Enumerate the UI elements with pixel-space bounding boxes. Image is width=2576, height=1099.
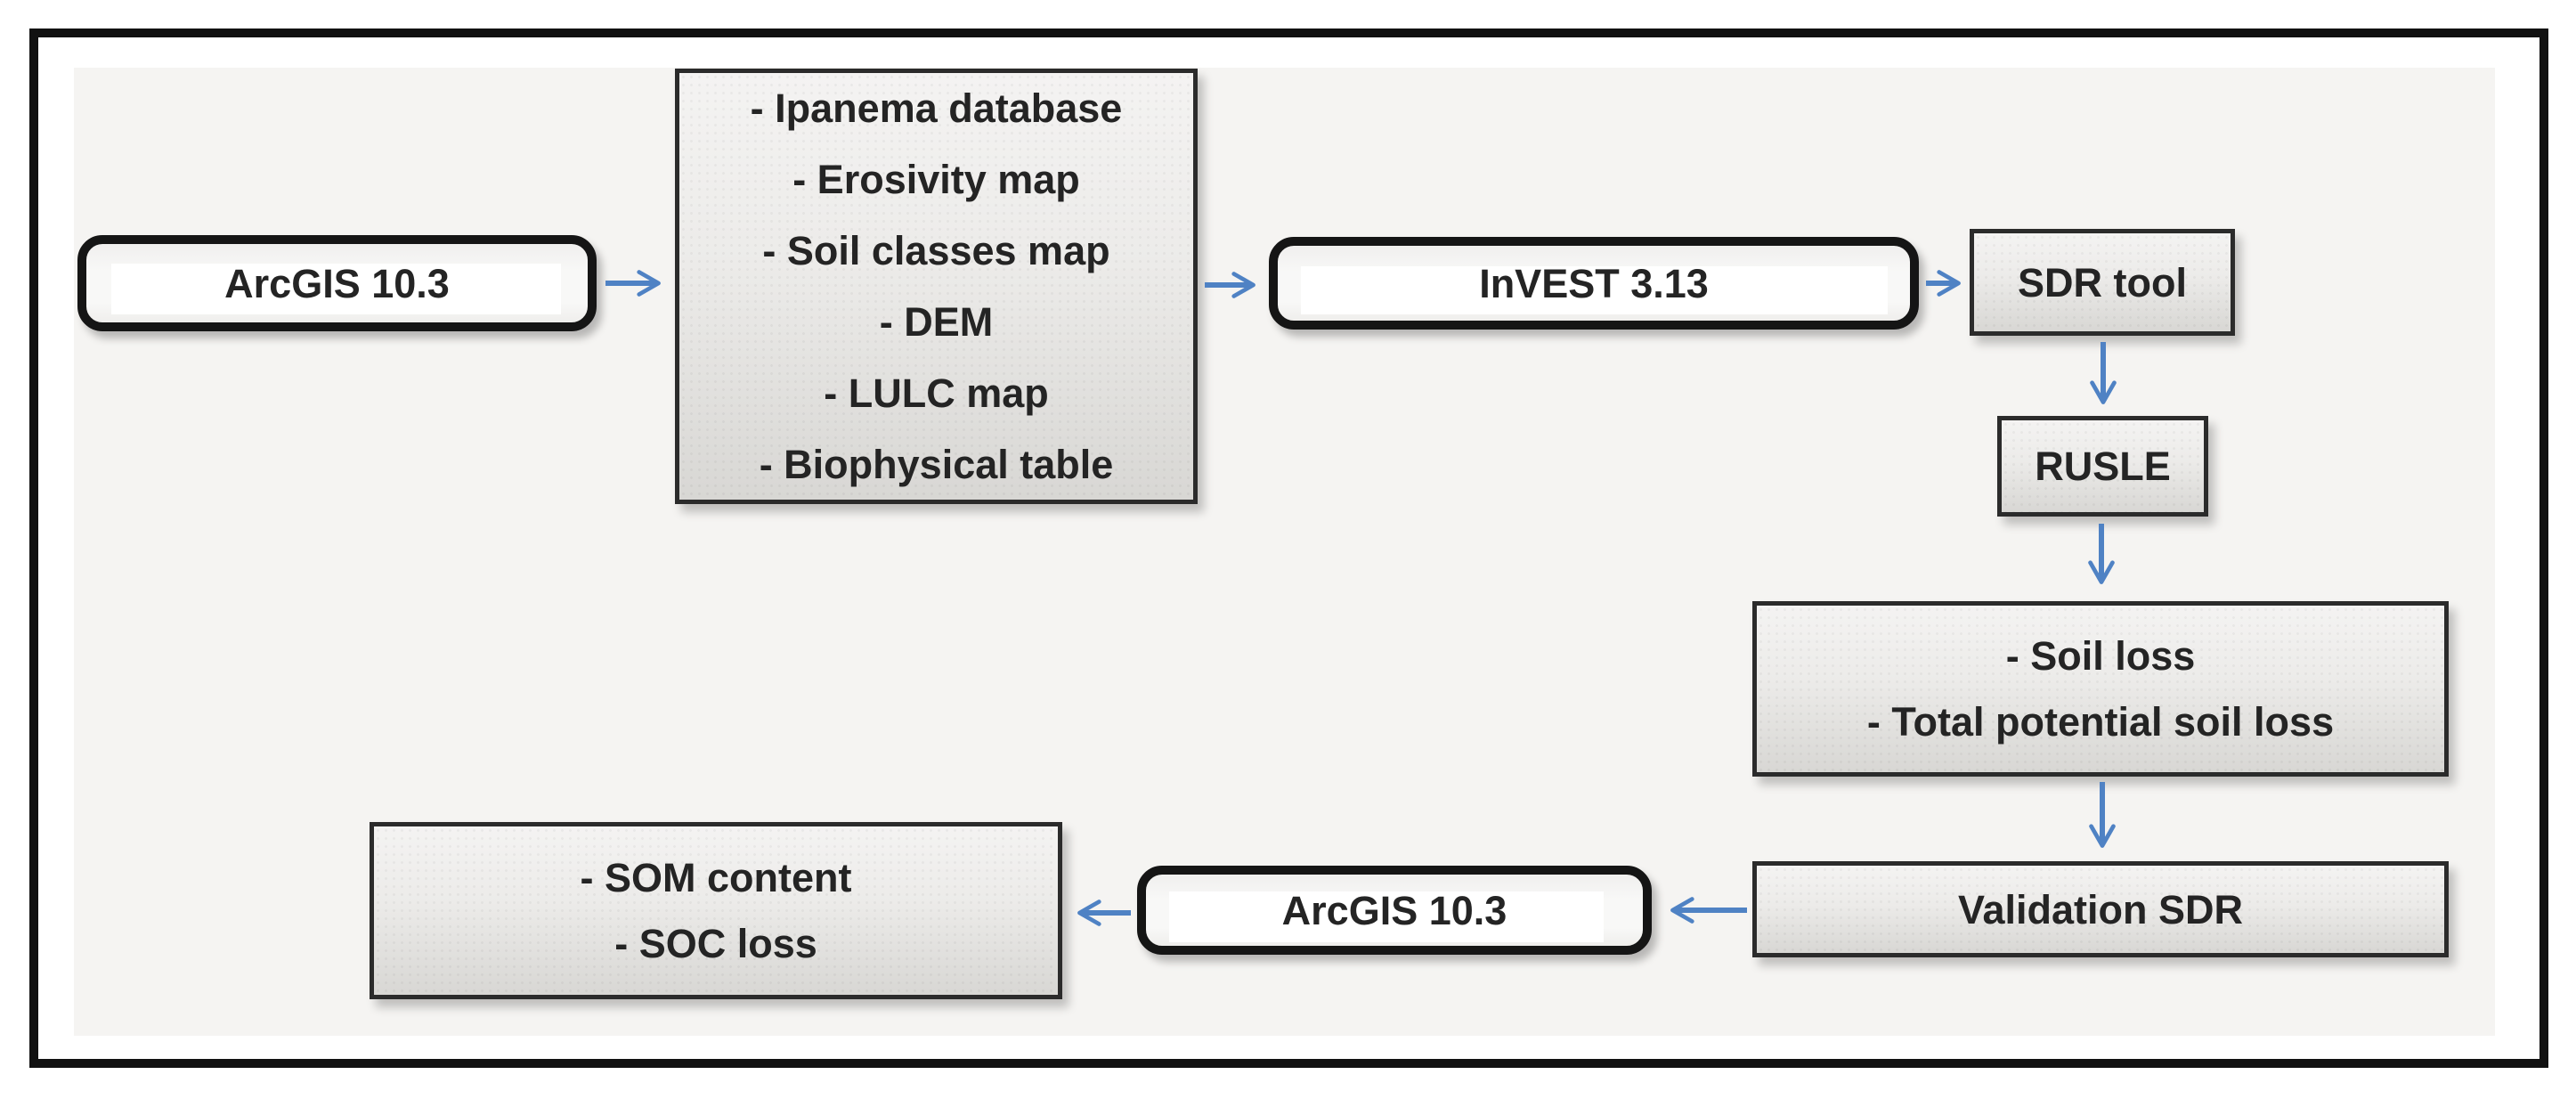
node-label: ArcGIS 10.3 <box>1281 887 1507 933</box>
node-label: Validation SDR <box>1957 886 2244 932</box>
list-item: - Total potential soil loss <box>1866 698 2335 745</box>
node-label: - Ipanema database - Erosivity map - Soi… <box>751 73 1123 501</box>
node-label: SDR tool <box>2018 259 2187 305</box>
highlight-band <box>111 264 561 314</box>
node-label: InVEST 3.13 <box>1479 260 1709 306</box>
node-validation-sdr: Validation SDR <box>1752 861 2449 957</box>
node-label: ArcGIS 10.3 <box>224 260 450 306</box>
list-item: - LULC map <box>824 370 1049 416</box>
highlight-band <box>1169 891 1604 942</box>
highlight-band <box>1301 266 1888 314</box>
list-item: - Erosivity map <box>792 156 1080 202</box>
node-arcgis-top: ArcGIS 10.3 <box>77 235 597 331</box>
list-item: - DEM <box>879 298 994 345</box>
node-label: - Soil loss - Total potential soil loss <box>1867 623 2334 755</box>
node-soil-loss-outputs: - Soil loss - Total potential soil loss <box>1752 601 2449 777</box>
list-item: - Biophysical table <box>759 441 1114 487</box>
node-label: - SOM content - SOC loss <box>581 845 852 977</box>
list-item: - Soil classes map <box>762 227 1110 273</box>
list-item: - Ipanema database <box>750 85 1123 131</box>
node-sdr-tool: SDR tool <box>1970 229 2235 336</box>
list-item: - SOM content <box>580 854 852 900</box>
node-invest: InVEST 3.13 <box>1269 237 1919 330</box>
node-arcgis-bottom: ArcGIS 10.3 <box>1137 866 1652 955</box>
node-soc-outputs: - SOM content - SOC loss <box>370 822 1062 999</box>
list-item: - SOC loss <box>614 920 817 966</box>
node-label: RUSLE <box>2035 444 2171 489</box>
node-invest-inputs: - Ipanema database - Erosivity map - Soi… <box>675 69 1198 504</box>
node-rusle: RUSLE <box>1997 416 2208 517</box>
list-item: - Soil loss <box>2005 632 2196 679</box>
